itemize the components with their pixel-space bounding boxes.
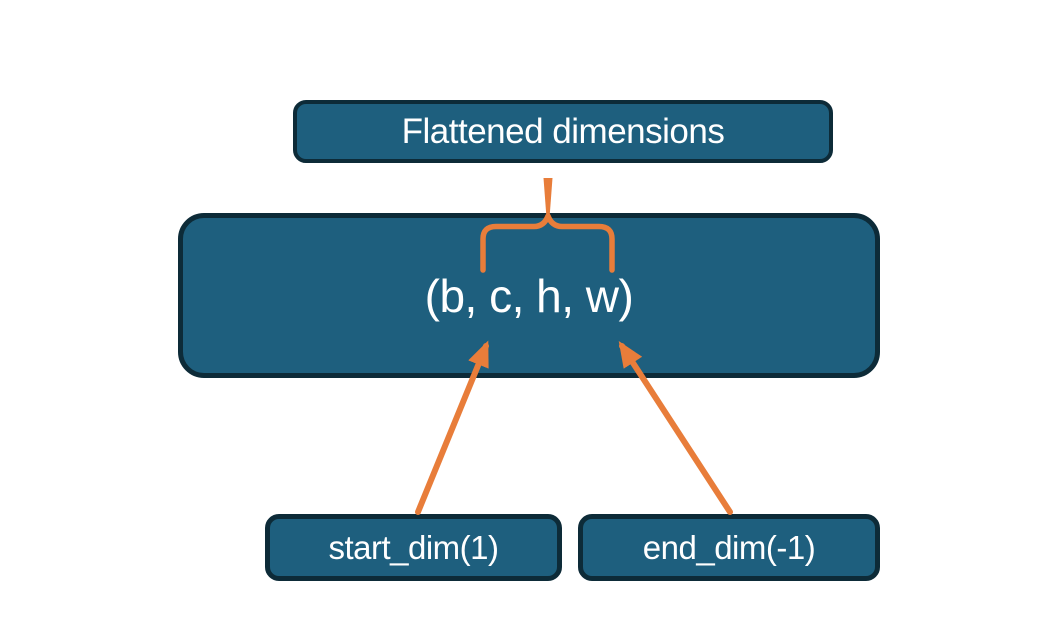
start-dim-label: start_dim(1) [328, 528, 499, 566]
flattened-dimensions-box: Flattened dimensions [293, 100, 833, 163]
end-dim-label: end_dim(-1) [642, 528, 816, 566]
tensor-shape-label: (b, c, h, w) [424, 269, 634, 322]
end-dim-box: end_dim(-1) [578, 514, 880, 581]
start-dim-box: start_dim(1) [265, 514, 562, 581]
flattened-dimensions-label: Flattened dimensions [401, 111, 725, 151]
brace-stem-icon [543, 178, 553, 218]
tensor-shape-box: (b, c, h, w) [178, 213, 880, 378]
